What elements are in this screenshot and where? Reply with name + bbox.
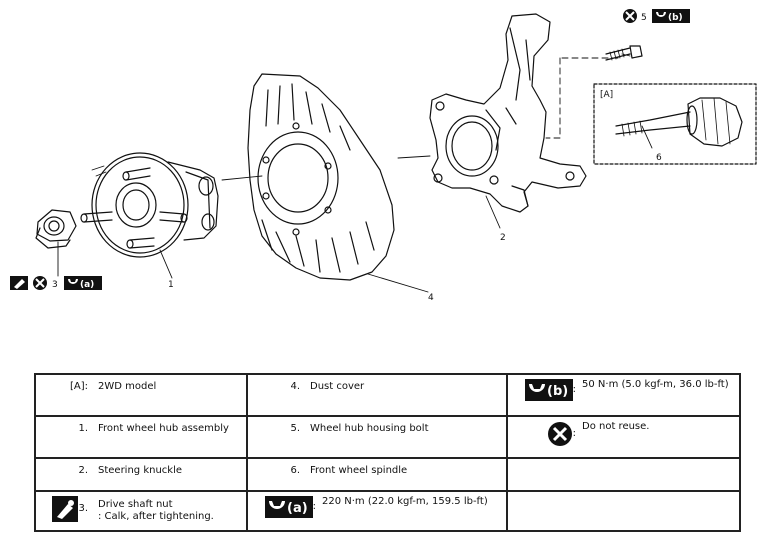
legend-cell: 4. Dust cover — [246, 373, 508, 417]
callout-6: 6 — [656, 153, 662, 163]
callout-3: 3 — [52, 280, 58, 290]
torque-b-icon-text: (b) — [547, 384, 568, 399]
box-a-label: [A] — [600, 90, 613, 100]
legend-text: Do not reuse. — [582, 421, 650, 432]
callout-2: 2 — [500, 233, 506, 243]
legend-key-suffix: : — [572, 384, 576, 395]
legend-text: Front wheel hub assembly — [98, 423, 229, 434]
legend-subtext: : Calk, after tightening. — [98, 511, 214, 522]
legend-text: 220 N·m (22.0 kgf-m, 159.5 lb-ft) — [322, 496, 488, 507]
hub-bolt-drawing — [605, 45, 643, 61]
do-not-reuse-icon — [547, 422, 572, 446]
legend-key: [A]: — [69, 381, 88, 392]
legend-cell-empty — [506, 490, 741, 532]
legend-text: Drive shaft nut — [98, 499, 173, 510]
torque-b-icon — [652, 9, 690, 23]
front-wheel-spindle-drawing — [615, 97, 743, 147]
legend-row: 1. Front wheel hub assembly 5. Wheel hub… — [34, 415, 741, 459]
exploded-diagram: 1 2 4 6 [A] 3 (a) 5 (b) — [10, 9, 757, 303]
legend-cell: 2. Steering knuckle — [34, 457, 248, 492]
torque-a-label: (a) — [80, 280, 94, 290]
legend-key: 6. — [290, 465, 300, 476]
callout-4: 4 — [428, 293, 434, 303]
legend-text: 2WD model — [98, 381, 157, 392]
legend-cell: 5. Wheel hub housing bolt — [246, 415, 508, 459]
do-not-reuse-icon — [623, 9, 637, 23]
legend-text: 50 N·m (5.0 kgf-m, 36.0 lb-ft) — [582, 379, 729, 390]
torque-a-icon: (a) — [264, 496, 313, 518]
dust-cover-drawing — [247, 73, 395, 281]
callout-3-group: 3 (a) — [10, 276, 102, 290]
torque-a-icon — [64, 276, 102, 290]
callout-5-group: 5 (b) — [623, 9, 690, 23]
legend-table: [A]: 2WD model 4. Dust cover (b) : — [34, 373, 741, 532]
callout-5: 5 — [641, 13, 647, 23]
legend-row: [A]: 2WD model 4. Dust cover (b) : — [34, 373, 741, 417]
legend-cell: (b) : 50 N·m (5.0 kgf-m, 36.0 lb-ft) — [506, 373, 741, 417]
legend-row: 2. Steering knuckle 6. Front wheel spind… — [34, 457, 741, 492]
legend-cell: [A]: 2WD model — [34, 373, 248, 417]
torque-a-icon-text: (a) — [287, 501, 308, 516]
legend-key-suffix: : — [572, 428, 576, 439]
wheel-hub-drawing — [80, 152, 219, 258]
legend-key: 1. — [78, 423, 88, 434]
do-not-reuse-icon — [33, 276, 47, 290]
legend-text: Front wheel spindle — [310, 465, 408, 476]
legend-row: 3. Drive shaft nut : Calk, after tighten… — [34, 490, 741, 532]
legend-key: 2. — [78, 465, 88, 476]
calk-icon — [52, 496, 79, 522]
legend-text: Steering knuckle — [98, 465, 183, 476]
legend-cell: 1. Front wheel hub assembly — [34, 415, 248, 459]
steering-knuckle-drawing — [429, 13, 587, 213]
callout-1: 1 — [168, 280, 174, 290]
legend-cell-empty — [506, 457, 741, 492]
legend-key-suffix: : — [312, 501, 316, 512]
legend-key: 4. — [290, 381, 300, 392]
legend-text: Wheel hub housing bolt — [310, 423, 429, 434]
legend-cell: : Do not reuse. — [506, 415, 741, 459]
legend-key: 3. — [78, 503, 88, 514]
legend-cell: (a) : 220 N·m (22.0 kgf-m, 159.5 lb-ft) — [246, 490, 508, 532]
drive-shaft-nut-drawing — [35, 209, 77, 249]
legend-key: 5. — [290, 423, 300, 434]
legend-cell: 6. Front wheel spindle — [246, 457, 508, 492]
legend-cell: 3. Drive shaft nut : Calk, after tighten… — [34, 490, 248, 532]
torque-b-label: (b) — [668, 13, 683, 23]
torque-b-icon: (b) — [524, 379, 573, 401]
legend-text: Dust cover — [310, 381, 365, 392]
